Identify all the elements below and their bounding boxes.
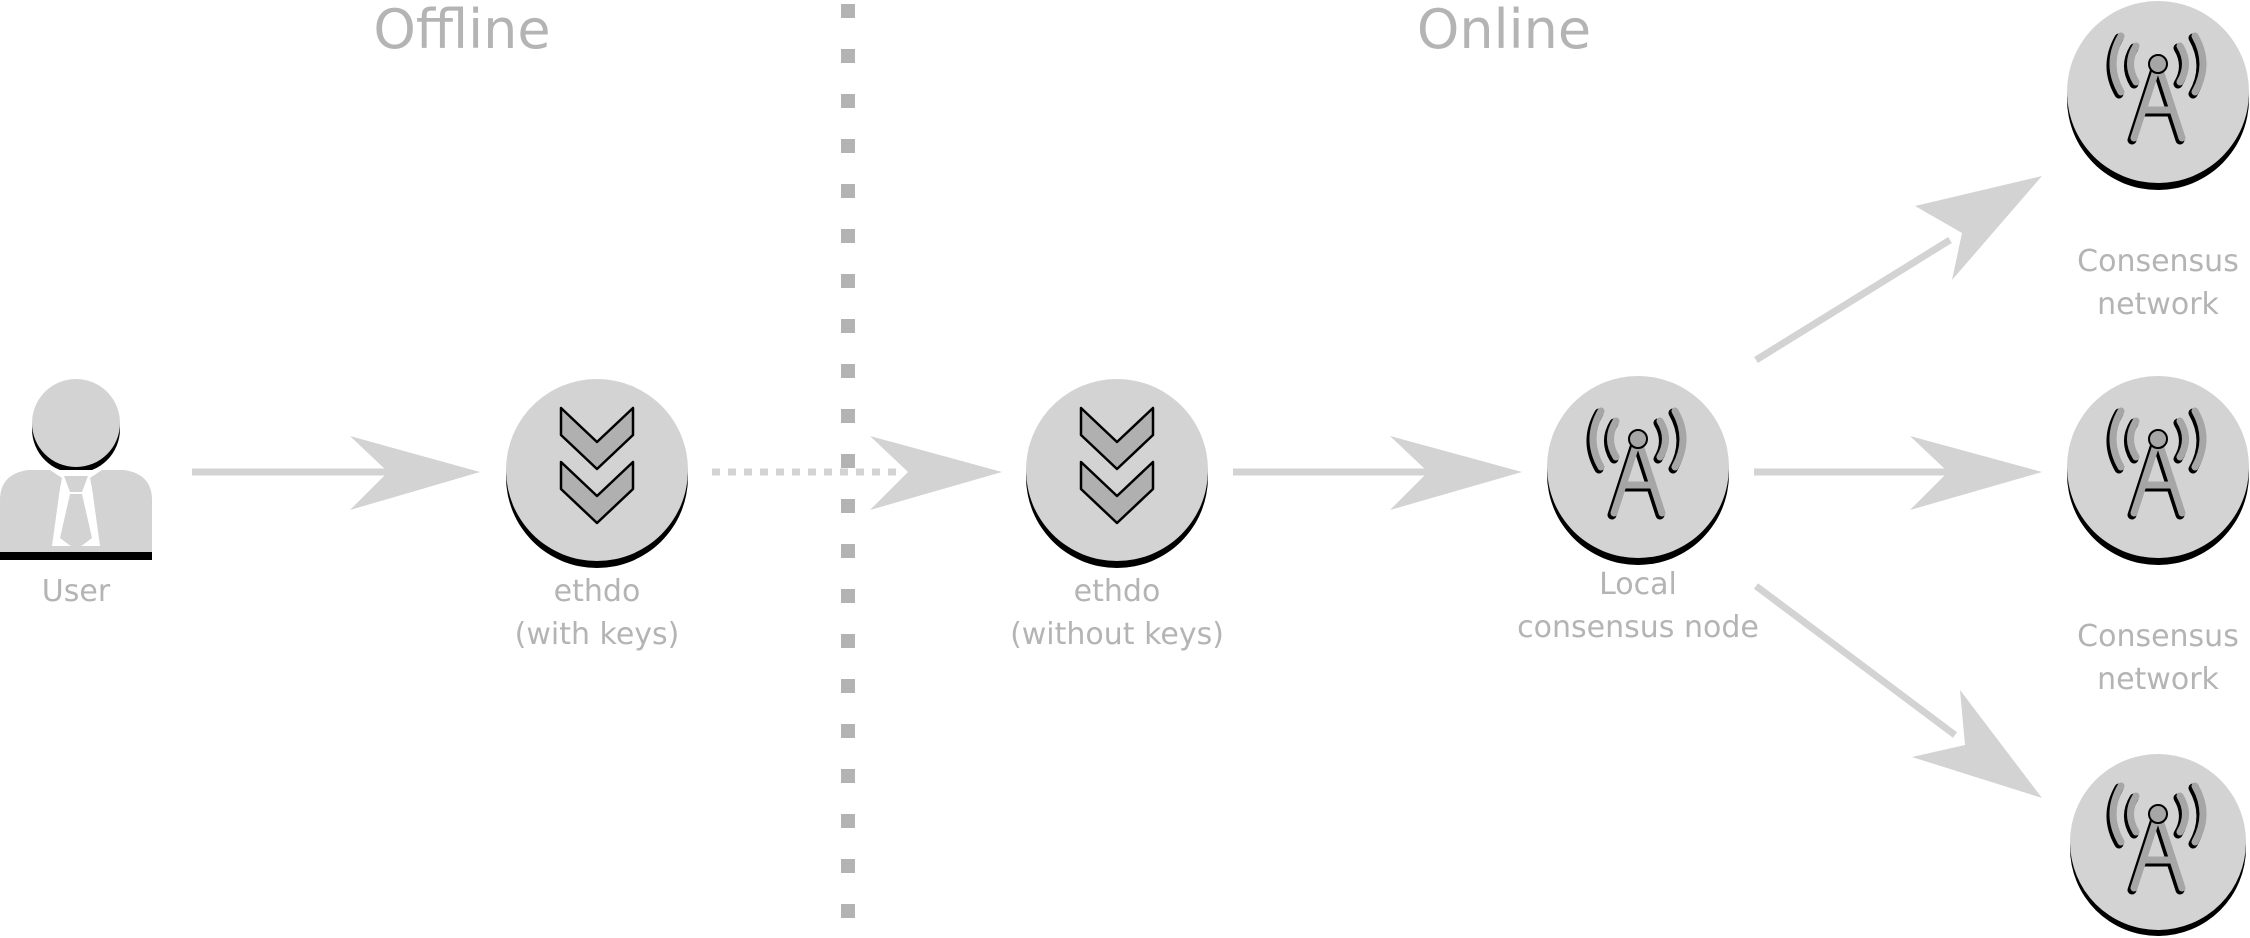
arrow-offline-transfer bbox=[712, 436, 1002, 510]
local-node-label-line1: Local bbox=[1599, 567, 1677, 602]
ethdo-offline-label-line1: ethdo bbox=[554, 574, 641, 609]
network-label-2-line1: Consensus bbox=[2077, 619, 2239, 654]
network-node-top bbox=[2067, 1, 2249, 190]
network-label-2-line2: network bbox=[2097, 662, 2219, 697]
network-bottom-antenna-icon bbox=[2070, 754, 2246, 936]
ethdo-online-node: ethdo (without keys) bbox=[1010, 379, 1224, 652]
ethdo-online-icon bbox=[1026, 379, 1208, 568]
offline-title: Offline bbox=[373, 0, 550, 61]
ethdo-offline-label-line2: (with keys) bbox=[515, 617, 680, 652]
ethdo-online-label-line2: (without keys) bbox=[1010, 617, 1224, 652]
ethdo-offline-icon bbox=[506, 379, 688, 568]
network-node-middle bbox=[2067, 376, 2249, 565]
ethdo-offline-node: ethdo (with keys) bbox=[506, 379, 688, 652]
local-consensus-node: Local consensus node bbox=[1517, 376, 1759, 645]
user-node: User bbox=[0, 379, 152, 609]
network-middle-antenna-icon bbox=[2067, 376, 2249, 565]
arrow-local-to-network-middle bbox=[1754, 436, 2042, 510]
ethdo-online-label-line1: ethdo bbox=[1074, 574, 1161, 609]
local-node-antenna-icon bbox=[1547, 376, 1729, 565]
arrow-ethdo-to-local-node bbox=[1233, 436, 1522, 510]
online-title: Online bbox=[1417, 0, 1591, 61]
network-top-antenna-icon bbox=[2067, 1, 2249, 190]
network-label-1-line2: network bbox=[2097, 287, 2219, 322]
network-label-1-line1: Consensus bbox=[2077, 244, 2239, 279]
arrow-local-to-network-top bbox=[1754, 176, 2042, 363]
local-node-label-line2: consensus node bbox=[1517, 610, 1759, 645]
user-label: User bbox=[42, 574, 111, 609]
arrow-local-to-network-bottom bbox=[1753, 583, 2042, 798]
arrow-user-to-ethdo bbox=[192, 436, 480, 510]
user-icon bbox=[0, 379, 152, 560]
network-node-bottom bbox=[2070, 754, 2246, 936]
